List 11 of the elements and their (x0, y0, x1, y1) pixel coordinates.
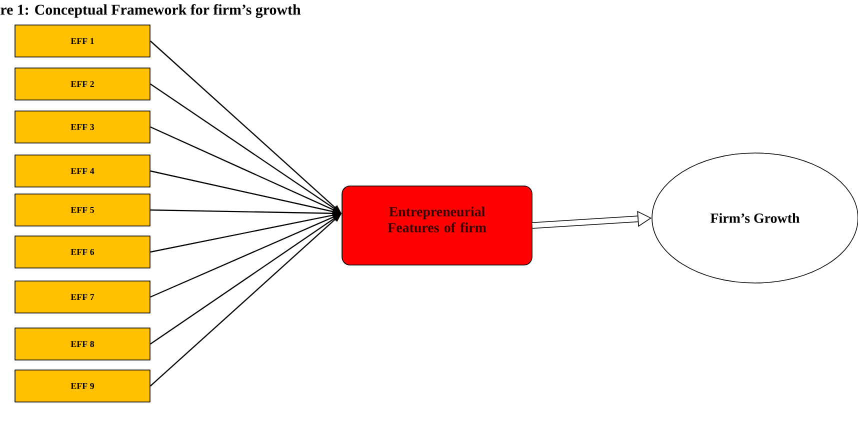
factor-box: EFF 2 (14, 68, 150, 100)
process-box: Entrepreneurial Features of firm (342, 186, 532, 266)
factor-box: EFF 1 (14, 24, 150, 58)
factor-box: EFF 6 (14, 236, 150, 268)
factor-box: EFF 3 (14, 110, 150, 144)
factor-box: EFF 8 (14, 328, 150, 360)
factor-box: EFF 5 (14, 194, 150, 226)
factor-box: EFF 9 (14, 370, 150, 402)
factor-box: EFF 4 (14, 154, 150, 188)
figure-title: re 1: Conceptual Framework for firm’s growth (0, 4, 301, 18)
factor-box: EFF 7 (14, 280, 150, 314)
